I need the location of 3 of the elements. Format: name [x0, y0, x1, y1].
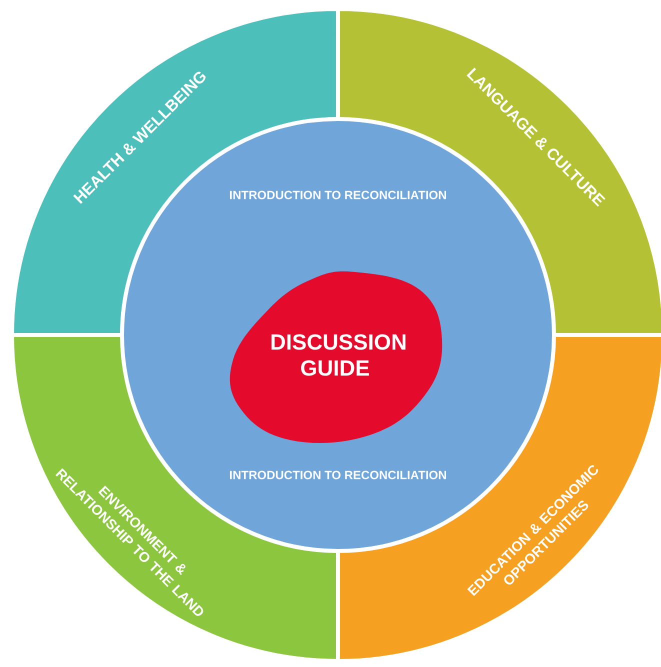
ring-text: INTRODUCTION TO RECONCILIATION: [230, 470, 446, 480]
ring-text: INTRODUCTION TO RECONCILIATION: [230, 190, 446, 200]
blob: DISCUSSION GUIDE: [230, 271, 442, 443]
